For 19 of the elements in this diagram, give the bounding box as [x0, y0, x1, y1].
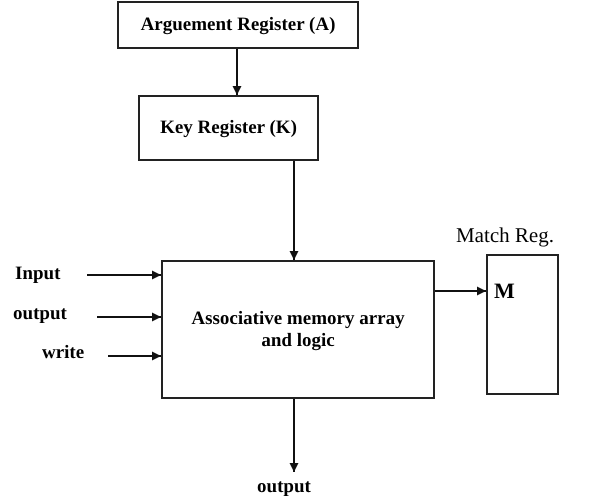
arrow — [108, 352, 161, 360]
arrow — [232, 49, 242, 95]
signal-label: output — [13, 303, 67, 325]
process-box — [138, 95, 319, 161]
box-label: Key Register (K) — [160, 117, 297, 139]
arrow — [87, 270, 161, 280]
process-box — [161, 260, 435, 399]
arrow — [290, 399, 298, 472]
process-box — [117, 1, 359, 49]
box-label: Arguement Register (A) — [140, 14, 336, 36]
signal-label: write — [42, 342, 84, 364]
signal-label: output — [257, 476, 311, 498]
signal-label: Input — [15, 263, 60, 285]
arrow — [435, 286, 486, 296]
box-label: M — [494, 278, 515, 304]
arrow — [290, 161, 298, 260]
arrow — [97, 312, 161, 322]
box-label: Associative memory array and logic — [190, 308, 406, 352]
register-heading: Match Reg. — [456, 223, 554, 248]
